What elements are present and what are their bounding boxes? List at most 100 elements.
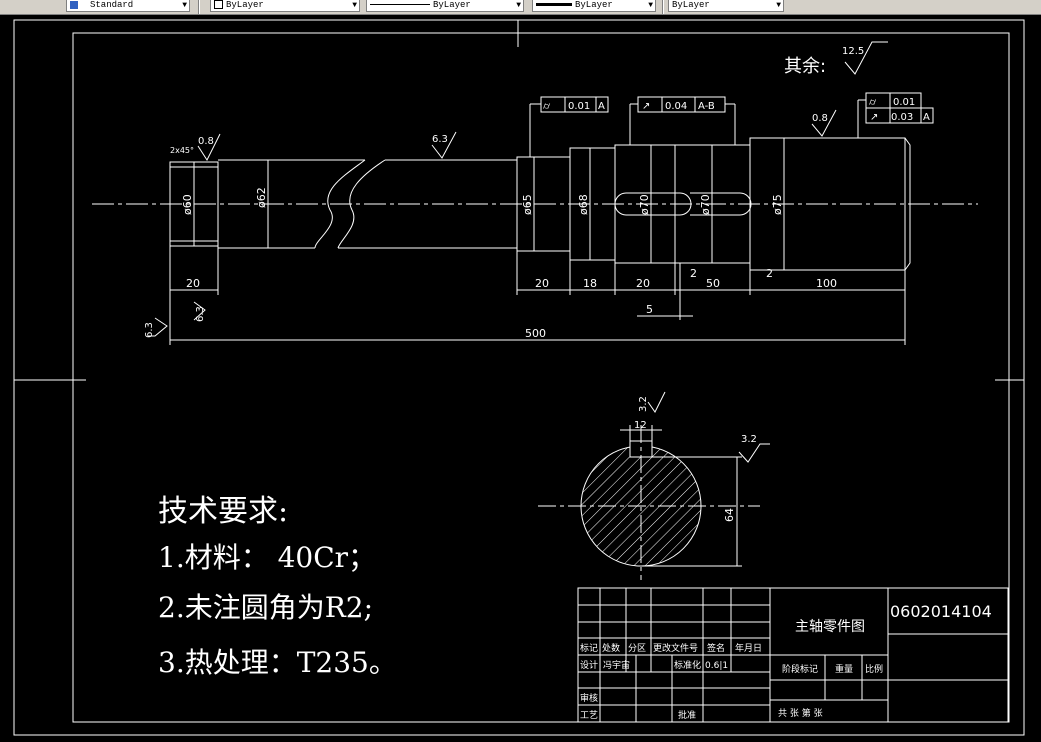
linetype-dropdown[interactable]: ByLayer ▼ bbox=[366, 0, 524, 12]
linetype-preview-icon bbox=[370, 4, 430, 6]
tolerance-value: 0.01 bbox=[893, 97, 915, 108]
title-block-label: 处数 bbox=[602, 642, 620, 654]
plot-style-dropdown[interactable]: ByLayer ▼ bbox=[668, 0, 784, 12]
runout-symbol-icon: ↗ bbox=[642, 101, 650, 112]
diameter-dimensions bbox=[193, 138, 785, 270]
roughness-value: 3.2 bbox=[638, 396, 649, 412]
diameter-label: ø65 bbox=[521, 194, 534, 215]
properties-toolbar: Standard ▼ ByLayer ▼ ByLayer ▼ ByLayer ▼ ByL… bbox=[0, 0, 1041, 15]
drawing-number: 0602014104 bbox=[890, 602, 992, 621]
toolbar-separator bbox=[198, 0, 200, 14]
roughness-symbol bbox=[811, 109, 837, 137]
runout-symbol-icon: ↗ bbox=[870, 112, 878, 123]
layer-value: ByLayer bbox=[226, 0, 264, 10]
length-label: 2 bbox=[766, 267, 773, 280]
length-dimensions bbox=[169, 246, 906, 345]
sheet-inner-border bbox=[72, 32, 1010, 723]
title-block-value: 0.6|1 bbox=[705, 661, 728, 671]
tolerance-value: 0.03 bbox=[891, 112, 913, 123]
plot-style-value: ByLayer bbox=[672, 0, 710, 10]
tolerance-value: 0.01 bbox=[568, 101, 590, 112]
title-block-label: 批准 bbox=[678, 709, 696, 721]
chevron-down-icon: ▼ bbox=[352, 1, 357, 10]
tolerance-datum: A bbox=[923, 112, 930, 123]
chevron-down-icon: ▼ bbox=[516, 1, 521, 10]
roughness-value: 0.8 bbox=[198, 136, 214, 147]
title-block-label: 审核 bbox=[580, 692, 598, 704]
tech-requirement-line: 1.材料： 40Cr； bbox=[158, 541, 377, 574]
text-style-icon bbox=[70, 0, 78, 9]
general-finish-label: 其余: bbox=[784, 56, 826, 77]
title-block-label: 年月日 bbox=[735, 642, 762, 654]
roughness-value: 12.5 bbox=[842, 46, 864, 57]
tech-requirement-line: 2.未注圆角为R2; bbox=[158, 591, 374, 624]
sheet-outer-border bbox=[13, 19, 1025, 736]
total-length-label: 500 bbox=[525, 327, 546, 340]
length-label: 2 bbox=[690, 267, 697, 280]
title-block-label: 重量 bbox=[835, 663, 853, 675]
roughness-symbol bbox=[148, 317, 168, 337]
designer-name: 冯宇宙 bbox=[603, 659, 630, 671]
title-block-label: 更改文件号 bbox=[653, 642, 698, 654]
diameter-label: ø68 bbox=[577, 194, 590, 215]
title-block-label: 设计 bbox=[580, 659, 598, 671]
key-depth-label: 64 bbox=[723, 508, 736, 522]
length-label: 18 bbox=[583, 277, 597, 290]
diameter-label: ø70 bbox=[699, 194, 712, 215]
title-block-label: 标准化 bbox=[674, 659, 701, 671]
roughness-value: 3.2 bbox=[741, 434, 757, 445]
tolerance-frame-3 bbox=[857, 92, 934, 138]
title-block-label: 标记 bbox=[580, 642, 598, 654]
title-block-label: 工艺 bbox=[580, 710, 598, 721]
title-block-label: 共 张 第 张 bbox=[778, 707, 823, 719]
drawing-canvas[interactable]: 其余: 12.5 2x45° 0.8 6.3 0.8 ø60 ø62 ø65 ø… bbox=[0, 15, 1041, 742]
linetype-value: ByLayer bbox=[433, 0, 471, 10]
chevron-down-icon: ▼ bbox=[776, 1, 781, 10]
color-swatch-icon bbox=[214, 0, 223, 10]
title-block-label: 比例 bbox=[865, 663, 883, 675]
diameter-label: ø70 bbox=[638, 194, 651, 215]
title-block-label: 签名 bbox=[707, 642, 725, 654]
text-style-dropdown[interactable]: Standard ▼ bbox=[66, 0, 190, 12]
title-block-label: 分区 bbox=[628, 643, 646, 654]
chevron-down-icon: ▼ bbox=[648, 1, 653, 10]
tolerance-datum: A-B bbox=[698, 101, 715, 112]
length-label: 100 bbox=[816, 277, 837, 290]
tech-requirements-title: 技术要求: bbox=[158, 494, 289, 529]
roughness-value: 6.3 bbox=[144, 322, 155, 338]
roughness-symbol bbox=[197, 133, 221, 162]
section-view bbox=[538, 391, 770, 580]
length-label: 50 bbox=[706, 277, 720, 290]
diameter-label: ø60 bbox=[181, 194, 194, 215]
chevron-down-icon: ▼ bbox=[182, 1, 187, 10]
tech-requirement-line: 3.热处理：T235。 bbox=[158, 646, 397, 679]
roughness-value: 0.8 bbox=[812, 113, 828, 124]
tolerance-symbol-icon: ⌭ bbox=[869, 97, 877, 108]
roughness-symbol-general bbox=[844, 41, 888, 75]
roughness-symbol bbox=[193, 301, 206, 321]
lineweight-value: ByLayer bbox=[575, 0, 613, 10]
title-block bbox=[577, 587, 1009, 723]
text-style-value: Standard bbox=[90, 0, 134, 10]
lineweight-dropdown[interactable]: ByLayer ▼ bbox=[532, 0, 656, 12]
tolerance-symbol-icon: ⌭ bbox=[543, 101, 551, 112]
tolerance-datum: A bbox=[598, 101, 605, 112]
length-label: 20 bbox=[535, 277, 549, 290]
part-name: 主轴零件图 bbox=[795, 619, 865, 635]
tolerance-value: 0.04 bbox=[665, 101, 687, 112]
length-label: 20 bbox=[636, 277, 650, 290]
layer-dropdown[interactable]: ByLayer ▼ bbox=[210, 0, 360, 12]
roughness-symbol bbox=[431, 131, 457, 159]
lineweight-preview-icon bbox=[536, 3, 572, 7]
tolerance-frame-1 bbox=[529, 96, 609, 157]
length-label: 5 bbox=[646, 303, 653, 316]
toolbar-separator bbox=[662, 0, 664, 14]
key-width-label: 12 bbox=[634, 420, 647, 431]
diameter-label: ø62 bbox=[255, 187, 268, 208]
tolerance-frame-2 bbox=[629, 96, 736, 145]
roughness-value: 6.3 bbox=[195, 306, 206, 322]
chamfer-label: 2x45° bbox=[170, 146, 194, 155]
roughness-value: 6.3 bbox=[432, 134, 448, 145]
diameter-label: ø75 bbox=[771, 194, 784, 215]
title-block-label: 阶段标记 bbox=[782, 663, 818, 675]
